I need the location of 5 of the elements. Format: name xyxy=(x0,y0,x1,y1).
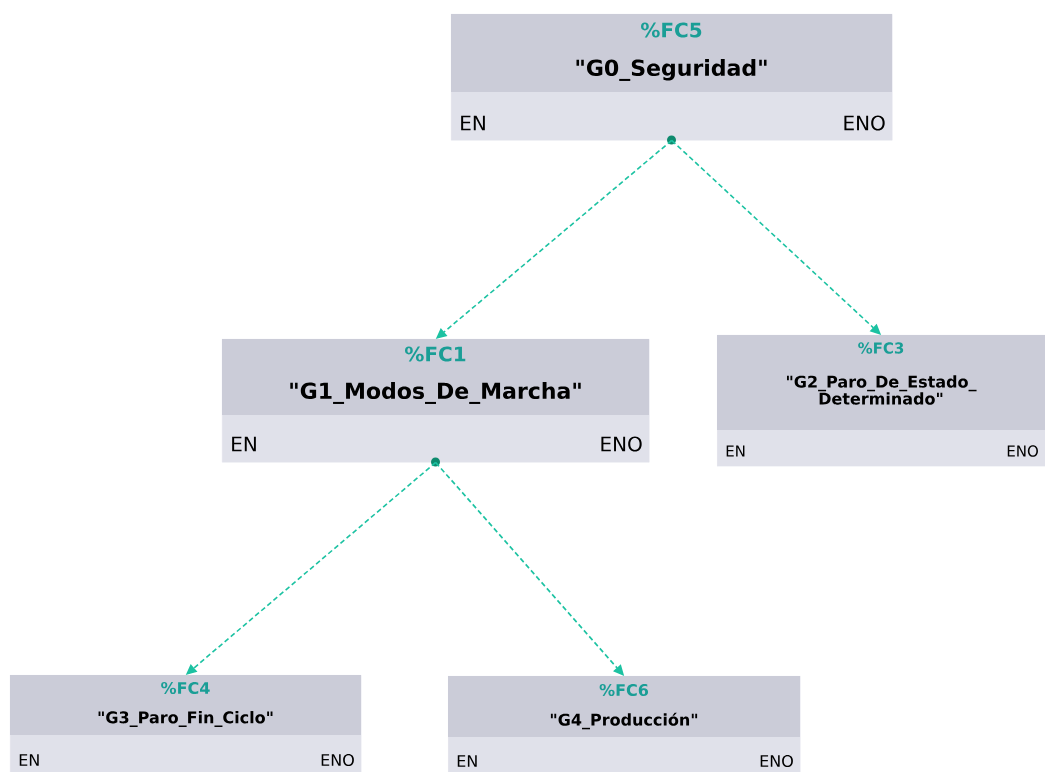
function-block: %FC3 "G2_Paro_De_Estado_ Determinado" EN ENO xyxy=(717,335,1045,467)
function-block: %FC5 "G0_Seguridad" EN ENO xyxy=(451,14,893,145)
function-block: %FC4 "G3_Paro_Fin_Ciclo" EN ENO xyxy=(10,675,362,772)
function-block: %FC6 "G4_Producción" EN ENO xyxy=(448,676,801,772)
function-block: %FC1 "G1_Modos_De_Marcha" EN ENO xyxy=(222,339,650,467)
